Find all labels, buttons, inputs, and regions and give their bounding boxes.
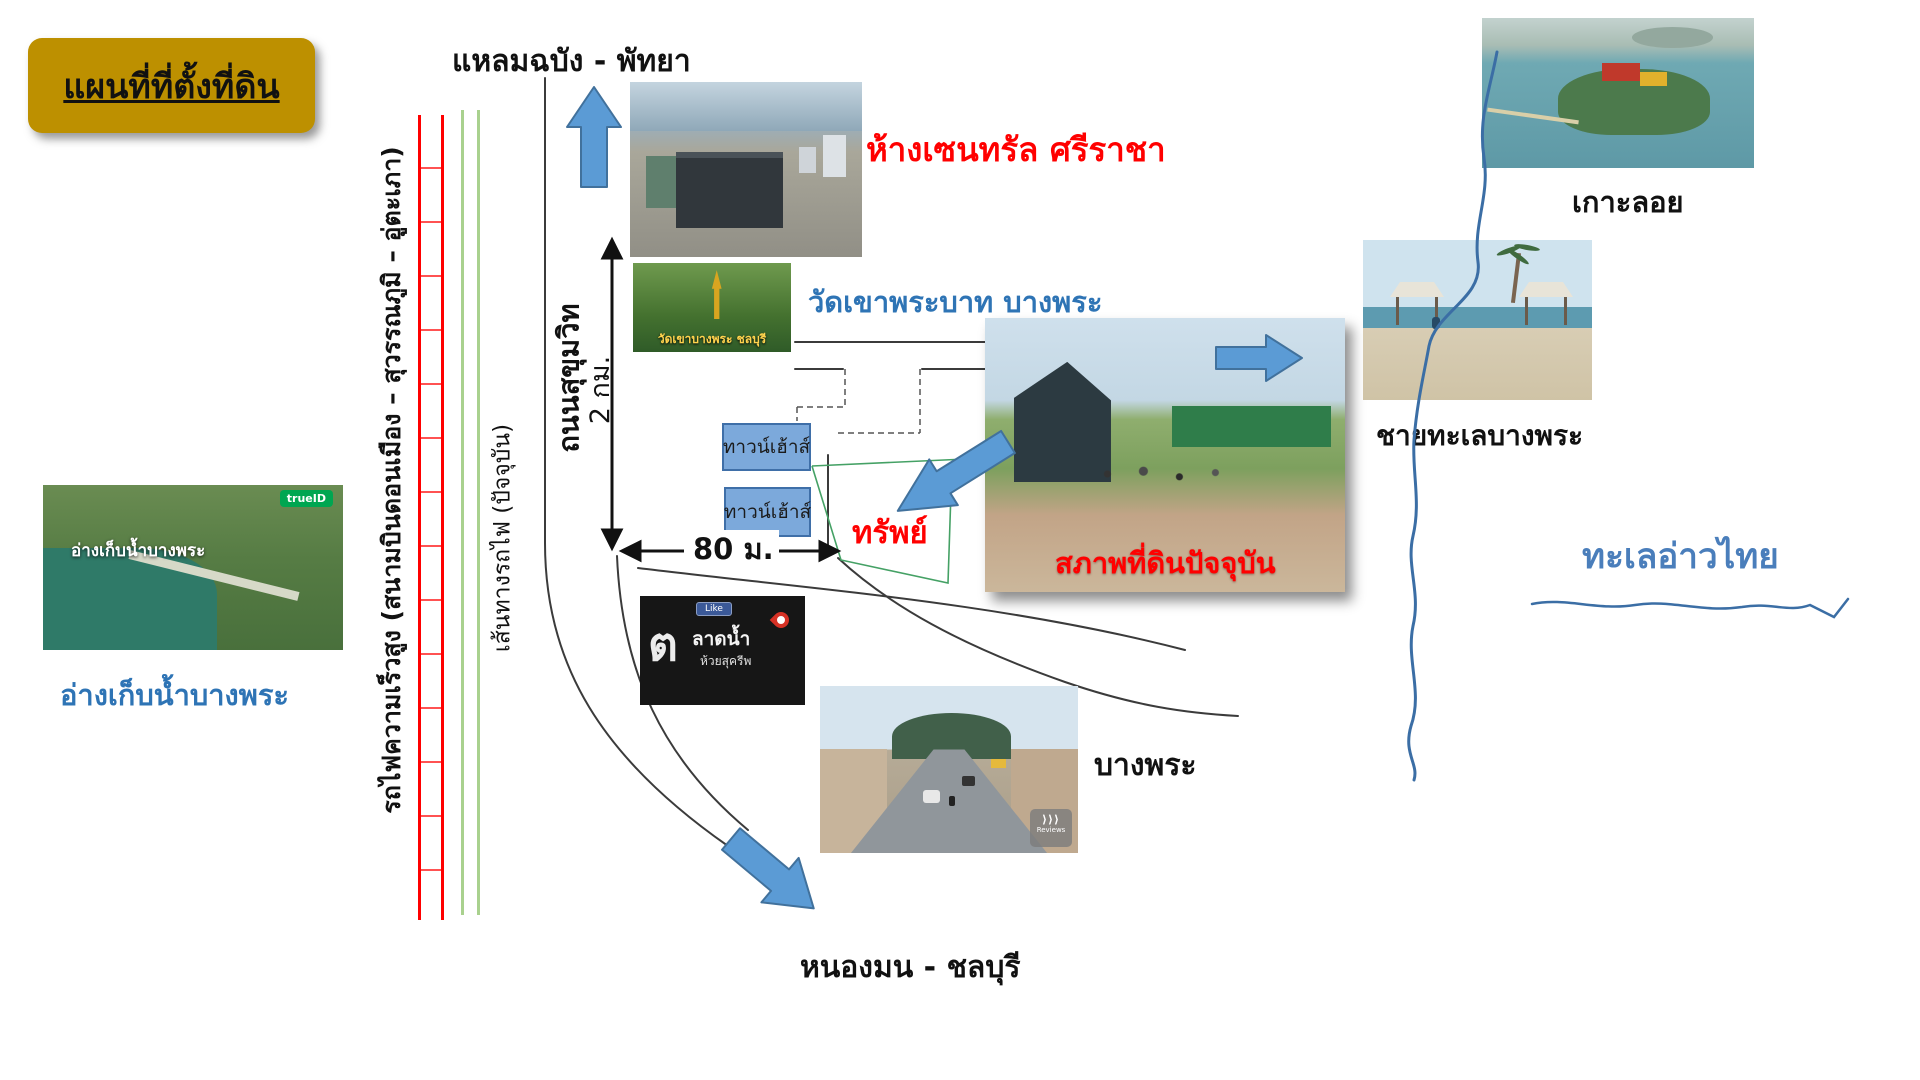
pavilion-post [1524,296,1528,325]
sea-backdrop [630,82,862,131]
city-building-2 [799,146,816,173]
market-sign-initial: ต [648,617,678,671]
reservoir-label: อ่างเก็บน้ำบางพระ [60,678,289,712]
central-sriracha-photo [630,82,862,257]
gulf-shoreline-squiggle [1530,597,1850,619]
pavilion-post [1396,296,1400,325]
arrow-up-laem-chabang [566,86,622,188]
high-speed-rail-line [418,115,444,920]
city-building-1 [822,134,846,177]
gulf-of-thailand-label: ทะเลอ่าวไทย [1582,537,1779,577]
mall-building [676,152,784,228]
top-destination-label: แหลมฉบัง - พัทยา [452,44,691,79]
temple-label: วัดเขาพระบาท บางพระ [808,285,1103,319]
yellow-sign [990,759,1006,769]
reviews-watermark-text: Reviews [1036,826,1066,834]
townhouse-label-2: ทาวน์เฮ้าส์ [723,501,812,523]
distance-2km-arrowhead-down [600,528,624,552]
reviews-watermark: ⟩⟩⟩ Reviews [1030,809,1072,847]
arrow-down-nong-mon [721,827,815,910]
green-fence [1172,405,1331,447]
motorbike [949,796,955,807]
bangphra-beach-photo [1363,240,1592,400]
map-title-box: แผนที่ที่ตั้งที่ดิน [28,38,315,133]
beach-label: ชายทะเลบางพระ [1376,419,1584,452]
temple-photo: วัดเขาบางพระ ชลบุรี [633,263,791,352]
car [961,776,975,787]
temple-red-roof [1601,63,1640,81]
distant-hill [1631,27,1714,48]
high-speed-rail-label: รถไฟความเร็วสูง (สนามบินดอนเมือง – สุวรร… [377,146,407,814]
alley-dashed-lines [796,369,921,434]
koh-loy-label: เกาะลอย [1572,185,1684,219]
townhouse-block-1: ทาวน์เฮ้าส์ [722,423,811,471]
bangphra-town-label: บางพระ [1094,748,1197,783]
bottom-destination-label: หนองมน - ชลบุรี [800,950,1021,985]
pavilion-roof [1518,281,1573,297]
current-rail-label: เส้นทางรถไฟ (ปัจจุบัน) [489,423,516,653]
frontage-80m-arrowhead-left [618,539,642,563]
beach-pavilion-2 [1518,281,1573,328]
townhouse-label-1: ทาวน์เฮ้าส์ [722,436,811,458]
pagoda-icon [711,270,722,320]
frontage-80m-arrowhead-right [818,539,842,563]
car [923,789,941,803]
floating-market-sign-photo: ต ลาดน้ำ ห้วยสุครีพ Like [640,596,805,705]
pavilion-roof [1390,281,1445,297]
frontage-80m-label: 80 ม. [688,530,779,570]
pavilion-post [1563,296,1567,325]
central-mall-label: ห้างเซนทรัล ศรีราชา [866,130,1166,169]
debris [1093,460,1237,488]
map-title: แผนที่ที่ตั้งที่ดิน [63,66,280,107]
temple-gold-roof [1639,72,1667,86]
map-pin-icon [769,608,793,632]
trueid-badge: trueID [279,490,333,507]
mall-green-facade [646,155,677,208]
reviews-watermark-icon: ⟩⟩⟩ [1041,813,1061,826]
temple-photo-caption: วัดเขาบางพระ ชลบุรี [657,332,767,346]
palm-frond [1513,242,1541,253]
current-rail-line [461,110,480,915]
market-sign-top-text: ลาดน้ำ [692,628,751,650]
distance-2km-label: 2 กม. [584,355,616,425]
bangphra-street-photo: ⟩⟩⟩ Reviews [820,686,1078,853]
property-label: ทรัพย์ [852,515,928,551]
distance-2km-arrowhead-up [600,236,624,260]
reservoir-overlay-title: อ่างเก็บน้ำบางพระ [71,541,206,561]
beach-figure [1431,316,1440,329]
koh-loy-photo [1482,18,1754,168]
reservoir-photo: trueID อ่างเก็บน้ำบางพระ [43,485,343,650]
plot-top-edge [811,457,989,467]
townhouse-block-2: ทาวน์เฮ้าส์ [724,487,811,537]
land-condition-photo: สภาพที่ดินปัจจุบัน [985,318,1345,592]
facebook-like-badge: Like [696,602,732,616]
market-sign-bottom-text: ห้วยสุครีพ [700,654,752,668]
land-photo-caption: สภาพที่ดินปัจจุบัน [1055,546,1276,580]
